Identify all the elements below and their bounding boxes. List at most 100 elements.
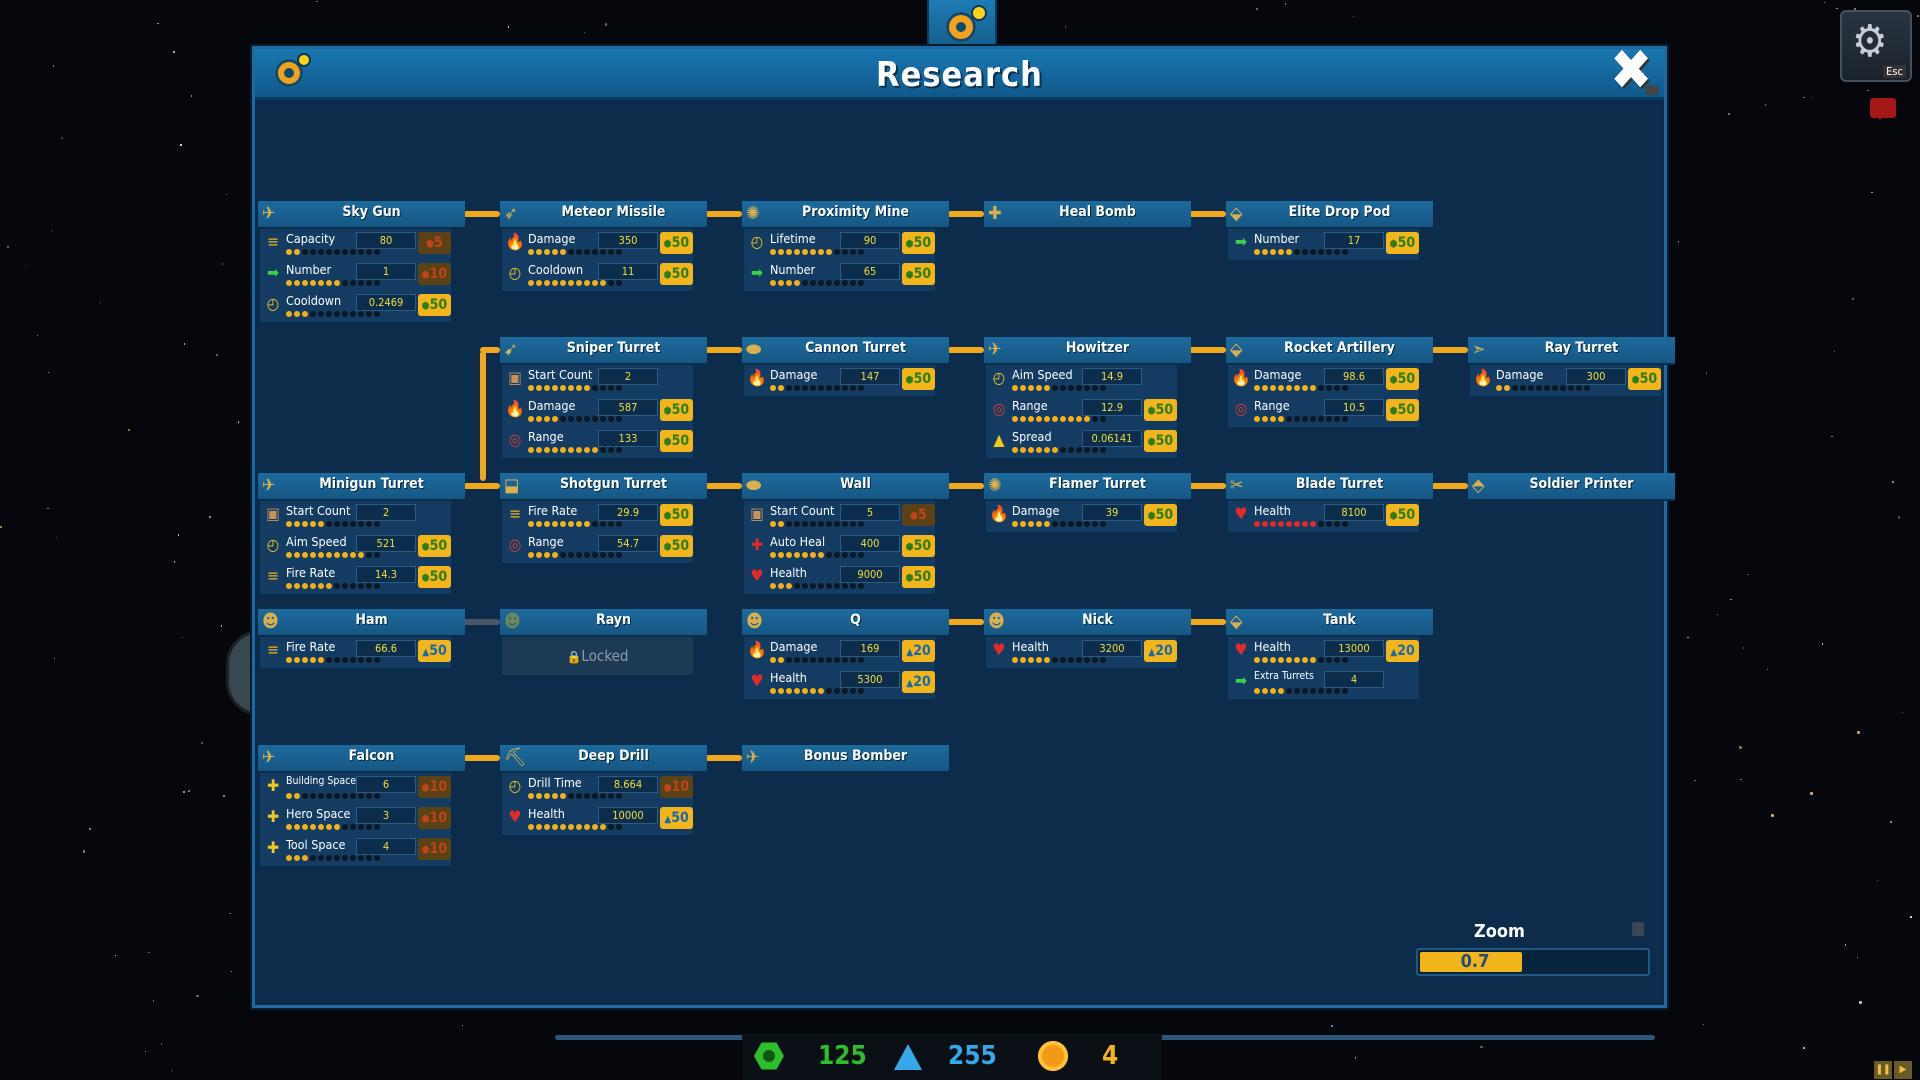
range-icon: ◎ — [508, 430, 522, 449]
research-node-header[interactable]: ✈Falcon — [258, 745, 465, 773]
upgrade-cost-button[interactable]: ⬢50 — [1144, 430, 1177, 452]
research-node-heal-bomb[interactable]: ✚Heal Bomb — [984, 201, 1191, 229]
upgrade-cost-button[interactable]: ⬢50 — [1386, 504, 1419, 526]
upgrade-cost-button[interactable]: ⬢10 — [418, 838, 451, 860]
upgrade-cost-button[interactable]: ⬢50 — [418, 294, 451, 316]
upgrade-cost-button[interactable]: ▲20 — [902, 640, 935, 662]
upgrade-cost-button[interactable]: ⬢50 — [902, 535, 935, 557]
upgrade-cost-button[interactable]: ⬢50 — [1628, 368, 1661, 390]
pause-icon[interactable]: ❚❚ — [1874, 1061, 1892, 1079]
upgrade-cost-button[interactable]: ⬢50 — [902, 263, 935, 285]
research-tab[interactable] — [927, 0, 997, 50]
upgrade-cost-button[interactable]: ⬢50 — [902, 368, 935, 390]
upgrade-cost-button[interactable]: ⬢50 — [418, 566, 451, 588]
research-node-header[interactable]: ☻Rayn — [500, 609, 707, 637]
research-node-soldier-printer[interactable]: ⬘Soldier Printer — [1468, 473, 1675, 501]
research-node-header[interactable]: ⬓Shotgun Turret — [500, 473, 707, 501]
upgrade-cost-button[interactable]: ▲50 — [418, 640, 451, 662]
research-node-header[interactable]: ✈Howitzer — [984, 337, 1191, 365]
stat-value: 14.3 — [356, 566, 416, 583]
upgrade-cost-button[interactable]: ⬢50 — [902, 232, 935, 254]
research-node-header[interactable]: ⬙Elite Drop Pod — [1226, 201, 1433, 229]
upgrade-cost-button[interactable]: ⬢5 — [418, 232, 451, 254]
upgrade-cost-button[interactable]: ⬢5 — [902, 504, 935, 526]
chat-icon[interactable] — [1870, 98, 1896, 120]
upgrade-cost-button[interactable]: ▲20 — [902, 671, 935, 693]
bonus-bomber-icon: ✈ — [746, 747, 760, 768]
heart-icon: ♥ — [750, 566, 764, 585]
upgrade-cost-button[interactable]: ⬢50 — [1386, 232, 1419, 254]
research-node-header[interactable]: ☻Nick — [984, 609, 1191, 637]
upgrade-cost-button[interactable]: ⬢10 — [418, 263, 451, 285]
upgrade-cost-button[interactable]: ▲50 — [660, 807, 693, 829]
upgrade-cost-button[interactable]: ⬢50 — [902, 566, 935, 588]
research-node-header[interactable]: ✚Heal Bomb — [984, 201, 1191, 229]
upgrade-cost-button[interactable]: ⬢50 — [660, 399, 693, 421]
upgrade-cost-button[interactable]: ⬢10 — [418, 776, 451, 798]
upgrade-cost-button[interactable]: ⬢50 — [1144, 504, 1177, 526]
research-node-header[interactable]: ✈Bonus Bomber — [742, 745, 949, 773]
upgrade-cost-button[interactable]: ⬢50 — [1144, 399, 1177, 421]
upgrade-cost-button[interactable]: ⬢50 — [1386, 368, 1419, 390]
research-node-header[interactable]: ☻Ham — [258, 609, 465, 637]
timer-icon: ◴ — [992, 368, 1006, 387]
upgrade-cost-button[interactable]: ⬢10 — [660, 776, 693, 798]
gear-resource-icon — [754, 1042, 784, 1070]
upgrade-cost: 50 — [671, 433, 690, 449]
research-node-header[interactable]: ☻Q — [742, 609, 949, 637]
close-button[interactable]: ✖ — [1608, 43, 1658, 99]
research-node-header[interactable]: ✂Blade Turret — [1226, 473, 1433, 501]
upgrade-cost-button[interactable]: ▲20 — [1144, 640, 1177, 662]
research-node-header[interactable]: ⬬Wall — [742, 473, 949, 501]
research-node-header[interactable]: ✺Flamer Turret — [984, 473, 1191, 501]
research-node-header[interactable]: ✈Minigun Turret — [258, 473, 465, 501]
upgrade-level-dots — [286, 824, 380, 832]
play-icon[interactable]: ▶ — [1894, 1061, 1912, 1079]
research-node-bonus-bomber[interactable]: ✈Bonus Bomber — [742, 745, 949, 773]
upgrade-cost-button[interactable]: ▲20 — [1386, 640, 1419, 662]
upgrade-cost-button[interactable]: ⬢10 — [418, 807, 451, 829]
research-node-header[interactable]: ➣Ray Turret — [1468, 337, 1675, 365]
upgrade-cost-button[interactable]: ⬢50 — [660, 232, 693, 254]
upgrade-cost-button[interactable]: ⬢50 — [660, 430, 693, 452]
upgrade-cost-button[interactable]: ⬢50 — [660, 504, 693, 526]
upgrade-cost-button[interactable]: ⬢50 — [418, 535, 451, 557]
research-node-header[interactable]: ⬙Tank — [1226, 609, 1433, 637]
research-node-header[interactable]: ✺Proximity Mine — [742, 201, 949, 229]
zoom-slider[interactable]: 0.7 — [1416, 948, 1650, 976]
research-node-header[interactable]: ➹Sniper Turret — [500, 337, 707, 365]
research-node-rayn[interactable]: ☻Rayn🔒Locked — [500, 609, 707, 677]
research-tree[interactable] — [258, 103, 1661, 1002]
research-node-header[interactable]: ⬘Soldier Printer — [1468, 473, 1675, 501]
settings-button[interactable]: ⚙ Esc — [1840, 10, 1912, 82]
research-node-header[interactable]: ⬬Cannon Turret — [742, 337, 949, 365]
upgrade-cost-button[interactable]: ⬢50 — [660, 263, 693, 285]
research-node-header[interactable]: ➶Meteor Missile — [500, 201, 707, 229]
research-node-header[interactable]: ⛏Deep Drill — [500, 745, 707, 773]
upgrade-cost-button[interactable]: ⬢50 — [1386, 399, 1419, 421]
upgrade-cost-button[interactable]: ⬢50 — [660, 535, 693, 557]
research-node-header[interactable]: ✈Sky Gun — [258, 201, 465, 229]
research-node-header[interactable]: ⬙Rocket Artillery — [1226, 337, 1433, 365]
